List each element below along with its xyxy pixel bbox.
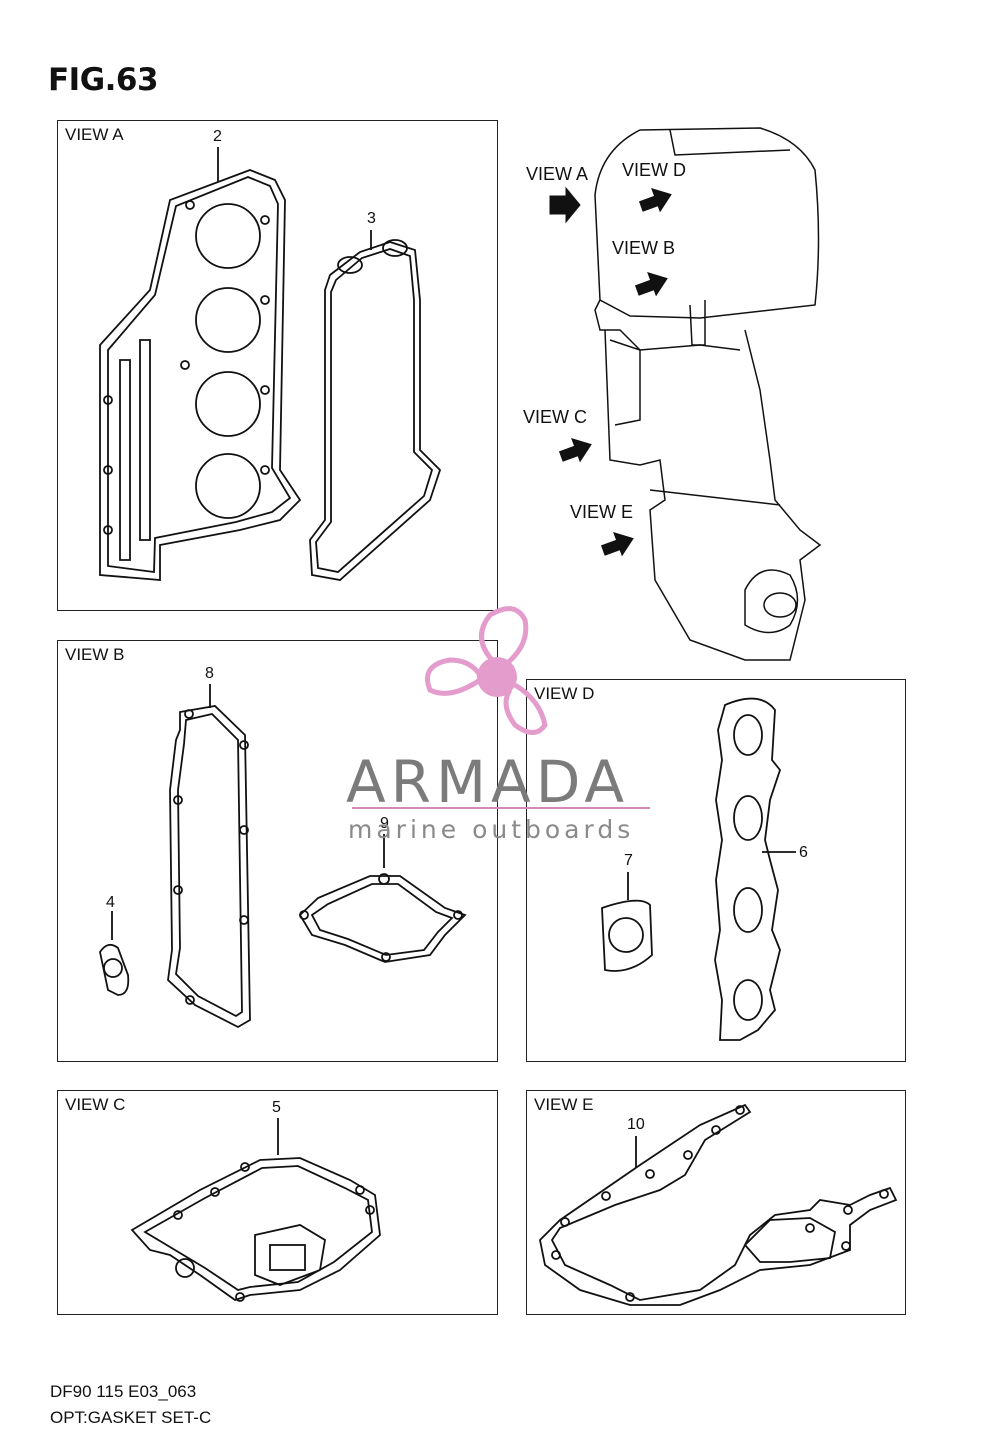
figure-title: FIG.63 — [48, 62, 159, 98]
engine-view-e-label: VIEW E — [570, 502, 634, 522]
part-callout-8: 8 — [205, 665, 214, 682]
part-callout-7: 7 — [624, 852, 633, 869]
footer-diagram-name: OPT:GASKET SET-C — [50, 1408, 212, 1427]
panel-label-view-d: VIEW D — [534, 684, 595, 703]
watermark-tagline: marine outboards — [348, 815, 635, 844]
panel-view-b: VIEW B — [57, 640, 498, 1062]
view-a-arrow-icon — [549, 186, 581, 224]
part-callout-9: 9 — [380, 815, 389, 832]
view-d-arrow-icon — [638, 187, 672, 213]
part-callout-5: 5 — [272, 1099, 281, 1116]
engine-view-d-label: VIEW D — [622, 160, 687, 180]
engine-view-c-label: VIEW C — [523, 407, 588, 427]
panel-view-d: VIEW D — [526, 679, 906, 1062]
engine-view-a-label: VIEW A — [526, 164, 589, 184]
part-callout-2: 2 — [213, 128, 222, 145]
watermark-brand-name: ARMADA — [346, 748, 630, 816]
watermark-divider — [352, 807, 650, 809]
panel-label-view-e: VIEW E — [534, 1095, 594, 1114]
view-e-arrow-icon — [600, 531, 634, 557]
panel-label-view-a: VIEW A — [65, 125, 124, 144]
part-callout-6: 6 — [799, 844, 808, 861]
panel-view-a: VIEW A — [57, 120, 498, 611]
panel-view-c: VIEW C — [57, 1090, 498, 1315]
panel-view-e: VIEW E — [526, 1090, 906, 1315]
panel-label-view-c: VIEW C — [65, 1095, 126, 1114]
part-callout-3: 3 — [367, 210, 376, 227]
panel-label-view-b: VIEW B — [65, 645, 125, 664]
part-callout-10: 10 — [627, 1116, 645, 1133]
view-c-arrow-icon — [558, 437, 592, 463]
view-b-arrow-icon — [634, 271, 668, 297]
part-callout-4: 4 — [106, 894, 115, 911]
footer-diagram-code: DF90 115 E03_063 — [50, 1382, 197, 1401]
engine-view-b-label: VIEW B — [612, 238, 676, 258]
